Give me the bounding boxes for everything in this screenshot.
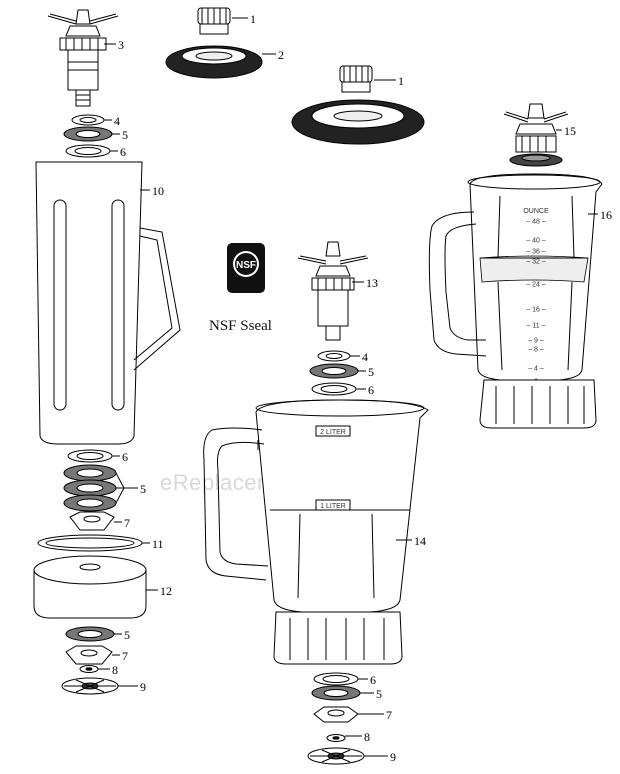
jar16-tick-label: – 48 – bbox=[526, 219, 546, 226]
jar16-tick-label: – 36 – bbox=[526, 249, 546, 256]
stainless-container-10 bbox=[35, 161, 181, 445]
nut-7-top-left bbox=[69, 511, 115, 531]
jar16-tick-label: – 9 – bbox=[528, 338, 544, 345]
callout-5-bottom-left: 5 bbox=[124, 628, 130, 642]
jar14-1-liter-label: 1 LITER bbox=[320, 503, 346, 510]
callout-5-stack-left: 5 bbox=[140, 482, 146, 496]
callout-6-center-bottom: 6 bbox=[370, 673, 376, 687]
callout-1-top: 1 bbox=[250, 12, 256, 26]
callout-6-mid-left: 6 bbox=[122, 450, 128, 464]
nut-7-bottom-left bbox=[65, 645, 113, 665]
jar16-tick-label: – 4 – bbox=[528, 366, 544, 373]
washer-8-center bbox=[326, 734, 346, 742]
jar16-scale-ticks: – 48 – – 40 – – 36 – – 32 – – 24 – – 16 – – 11… bbox=[526, 219, 546, 386]
jar14-2-liter-label: 2 LITER bbox=[320, 429, 346, 436]
callout-5-top-left: 5 bbox=[122, 128, 128, 142]
callout-7-bottom-left: 7 bbox=[122, 649, 128, 663]
callout-7-top-left: 7 bbox=[124, 516, 130, 530]
callout-9-center: 9 bbox=[390, 750, 396, 764]
gasket-5-top-left bbox=[63, 126, 113, 142]
gasket-stack-5-left bbox=[63, 464, 117, 512]
nsf-caption: NSF Sseal bbox=[209, 318, 272, 334]
callout-5-center-top: 5 bbox=[368, 365, 374, 379]
lid-cap-1-mid bbox=[339, 65, 373, 93]
lid-large bbox=[291, 99, 425, 145]
callout-13: 13 bbox=[366, 276, 378, 290]
callout-3: 3 bbox=[118, 38, 124, 52]
jar16-tick-label: – 8 – bbox=[528, 347, 544, 354]
jar-14: 2 LITER 1 LITER bbox=[203, 399, 429, 665]
washer-8-left bbox=[79, 665, 99, 673]
callout-4-left: 4 bbox=[114, 114, 120, 128]
seal-4-left bbox=[71, 114, 105, 126]
washer-6-mid-left bbox=[67, 449, 113, 463]
blade-assembly-15 bbox=[503, 103, 569, 167]
callout-1-mid: 1 bbox=[398, 74, 404, 88]
lid-2 bbox=[165, 45, 263, 79]
jar16-tick-label: – 24 – bbox=[526, 282, 546, 289]
callout-4-center: 4 bbox=[362, 350, 368, 364]
jar16-tick-label: – 11 – bbox=[527, 323, 546, 330]
callout-15: 15 bbox=[564, 124, 576, 138]
blade-assembly-13 bbox=[297, 241, 369, 341]
callout-16: 16 bbox=[600, 208, 612, 222]
nsf-badge-text: NSF bbox=[236, 260, 256, 271]
callout-5-center-bottom: 5 bbox=[376, 687, 382, 701]
jar-16: OUNCE – 48 – – 40 – – 36 – – 32 – – 24 – – 16… bbox=[428, 173, 603, 429]
callout-2: 2 bbox=[278, 48, 284, 62]
drive-coupling-9-center bbox=[307, 747, 365, 765]
callout-6-top-left: 6 bbox=[120, 145, 126, 159]
jar16-tick-label: – 16 – bbox=[526, 307, 546, 314]
callout-8-left: 8 bbox=[112, 663, 118, 677]
blade-assembly-3 bbox=[47, 9, 119, 107]
lid-cap-1-top bbox=[197, 7, 231, 35]
callout-11: 11 bbox=[152, 537, 164, 551]
jar16-ounce-label: OUNCE bbox=[523, 208, 549, 215]
gasket-5-center-top bbox=[309, 363, 359, 379]
drive-coupling-9-left bbox=[61, 677, 119, 695]
ring-11 bbox=[37, 534, 143, 552]
jar16-tick-label: – 40 – bbox=[526, 238, 546, 245]
jar16-tick-label: – 32 – bbox=[526, 259, 546, 266]
callout-7-center: 7 bbox=[386, 708, 392, 722]
gasket-5-bottom-left bbox=[65, 626, 115, 642]
callout-14: 14 bbox=[414, 534, 426, 548]
callout-8-center: 8 bbox=[364, 730, 370, 744]
nsf-seal: NSF bbox=[227, 243, 265, 293]
washer-6-center-bottom bbox=[313, 672, 359, 686]
washer-6-top-left bbox=[65, 144, 111, 158]
gasket-5-center-bottom bbox=[311, 685, 361, 701]
callout-9-left: 9 bbox=[140, 680, 146, 694]
washer-6-center-top bbox=[311, 382, 357, 396]
nut-7-center bbox=[313, 706, 359, 723]
callout-12: 12 bbox=[160, 584, 172, 598]
base-12 bbox=[33, 555, 147, 619]
callout-10: 10 bbox=[152, 184, 164, 198]
seal-4-center bbox=[317, 350, 351, 362]
callout-6-center-top: 6 bbox=[368, 383, 374, 397]
